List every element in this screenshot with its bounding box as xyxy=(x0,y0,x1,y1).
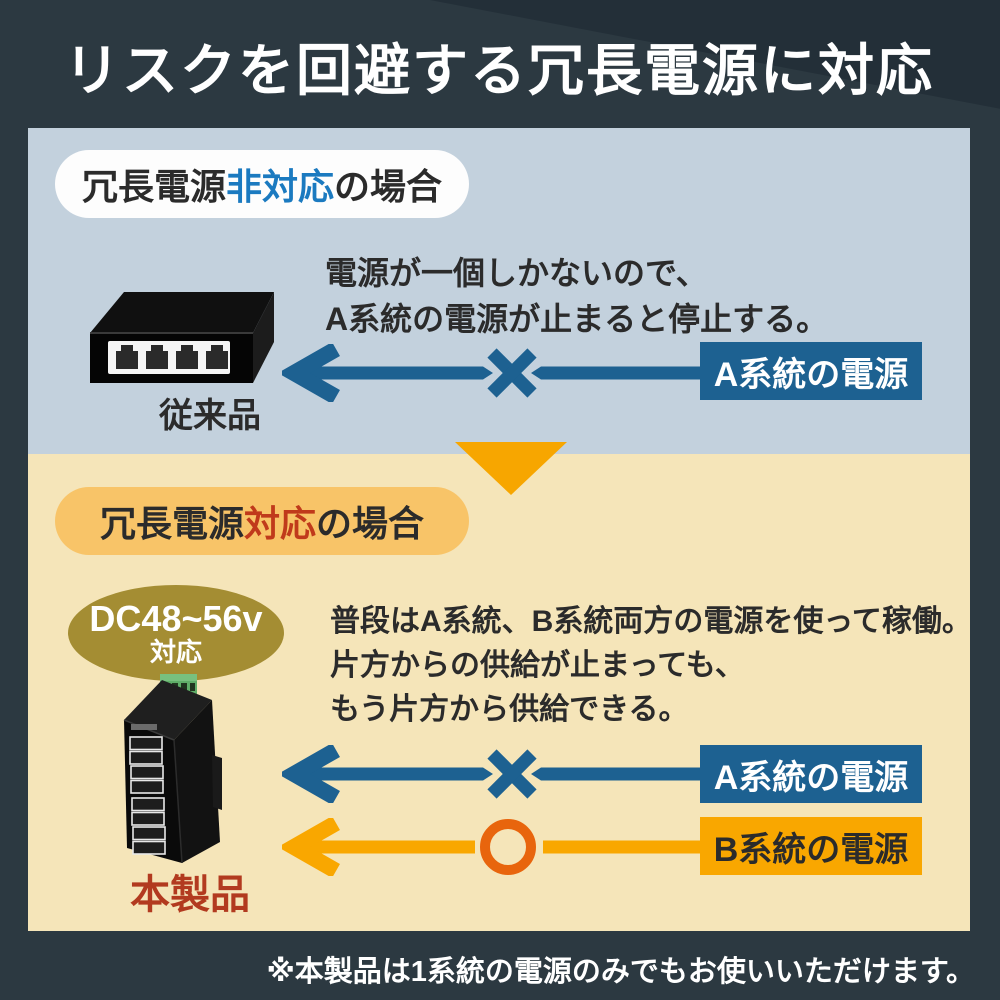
case-label-non-redundant: 冗長電源非対応の場合 xyxy=(55,150,469,218)
case-label-prefix: 冗長電源 xyxy=(81,166,226,207)
redundant-description: 普段はA系統、B系統両方の電源を使って稼働。 片方からの供給が止まっても、 もう… xyxy=(330,600,972,732)
case-label-suffix: の場合 xyxy=(316,503,425,544)
legacy-device-label: 従来品 xyxy=(159,397,261,435)
page-title: リスクを回避する冗長電源に対応 xyxy=(64,41,934,103)
power-a-arrow-blocked xyxy=(282,745,712,803)
case-label-redundant: 冗長電源対応の場合 xyxy=(55,487,469,555)
industrial-switch-illustration xyxy=(123,674,222,864)
power-a-box: A系統の電源 xyxy=(700,745,922,803)
case-label-highlight: 非対応 xyxy=(225,166,334,207)
power-b-box: B系統の電源 xyxy=(700,817,922,875)
rj45-ports xyxy=(116,345,228,369)
voltage-badge: DC48~56v 対応 xyxy=(68,585,284,681)
description-line: A系統の電源が止まると停止する。 xyxy=(325,301,829,337)
description-line: 電源が一個しかないので、 xyxy=(325,255,708,291)
arrowhead xyxy=(282,344,340,402)
allowed-circle-icon xyxy=(480,819,536,875)
din-clip xyxy=(212,755,222,810)
blocked-cross-icon xyxy=(487,749,537,799)
voltage-supported: 対応 xyxy=(149,637,202,667)
footnote: ※本製品は1系統の電源のみでもお使いいただけます。 xyxy=(266,956,975,988)
arrowhead xyxy=(282,818,340,876)
arrowhead xyxy=(282,745,340,803)
description-line: 普段はA系統、B系統両方の電源を使って稼働。 xyxy=(330,605,972,638)
rj45-ports xyxy=(129,736,166,855)
case-label-prefix: 冗長電源 xyxy=(99,503,244,544)
product-device-label: 本製品 xyxy=(130,873,250,917)
description-line: 片方からの供給が止まっても、 xyxy=(330,649,745,682)
legacy-switch-illustration xyxy=(90,292,274,383)
power-a-box: A系統の電源 xyxy=(700,342,922,400)
power-a-arrow-blocked xyxy=(282,344,712,402)
case-label-highlight: 対応 xyxy=(243,503,316,544)
case-label-suffix: の場合 xyxy=(334,166,443,207)
voltage-range: DC48~56v xyxy=(89,598,263,639)
section-non-redundant: 冗長電源非対応の場合 電源が一個しかないので、 A系統の電源が止まると停止する。… xyxy=(28,128,970,454)
section-redundant: 冗長電源対応の場合 DC48~56v 対応 普段はA系統、B系統両方の電源を使っ… xyxy=(28,454,972,931)
description-line: もう片方から供給できる。 xyxy=(330,693,689,726)
non-redundant-description: 電源が一個しかないので、 A系統の電源が止まると停止する。 xyxy=(325,250,828,342)
blocked-cross-icon xyxy=(487,348,537,398)
power-b-arrow-active xyxy=(282,818,712,876)
